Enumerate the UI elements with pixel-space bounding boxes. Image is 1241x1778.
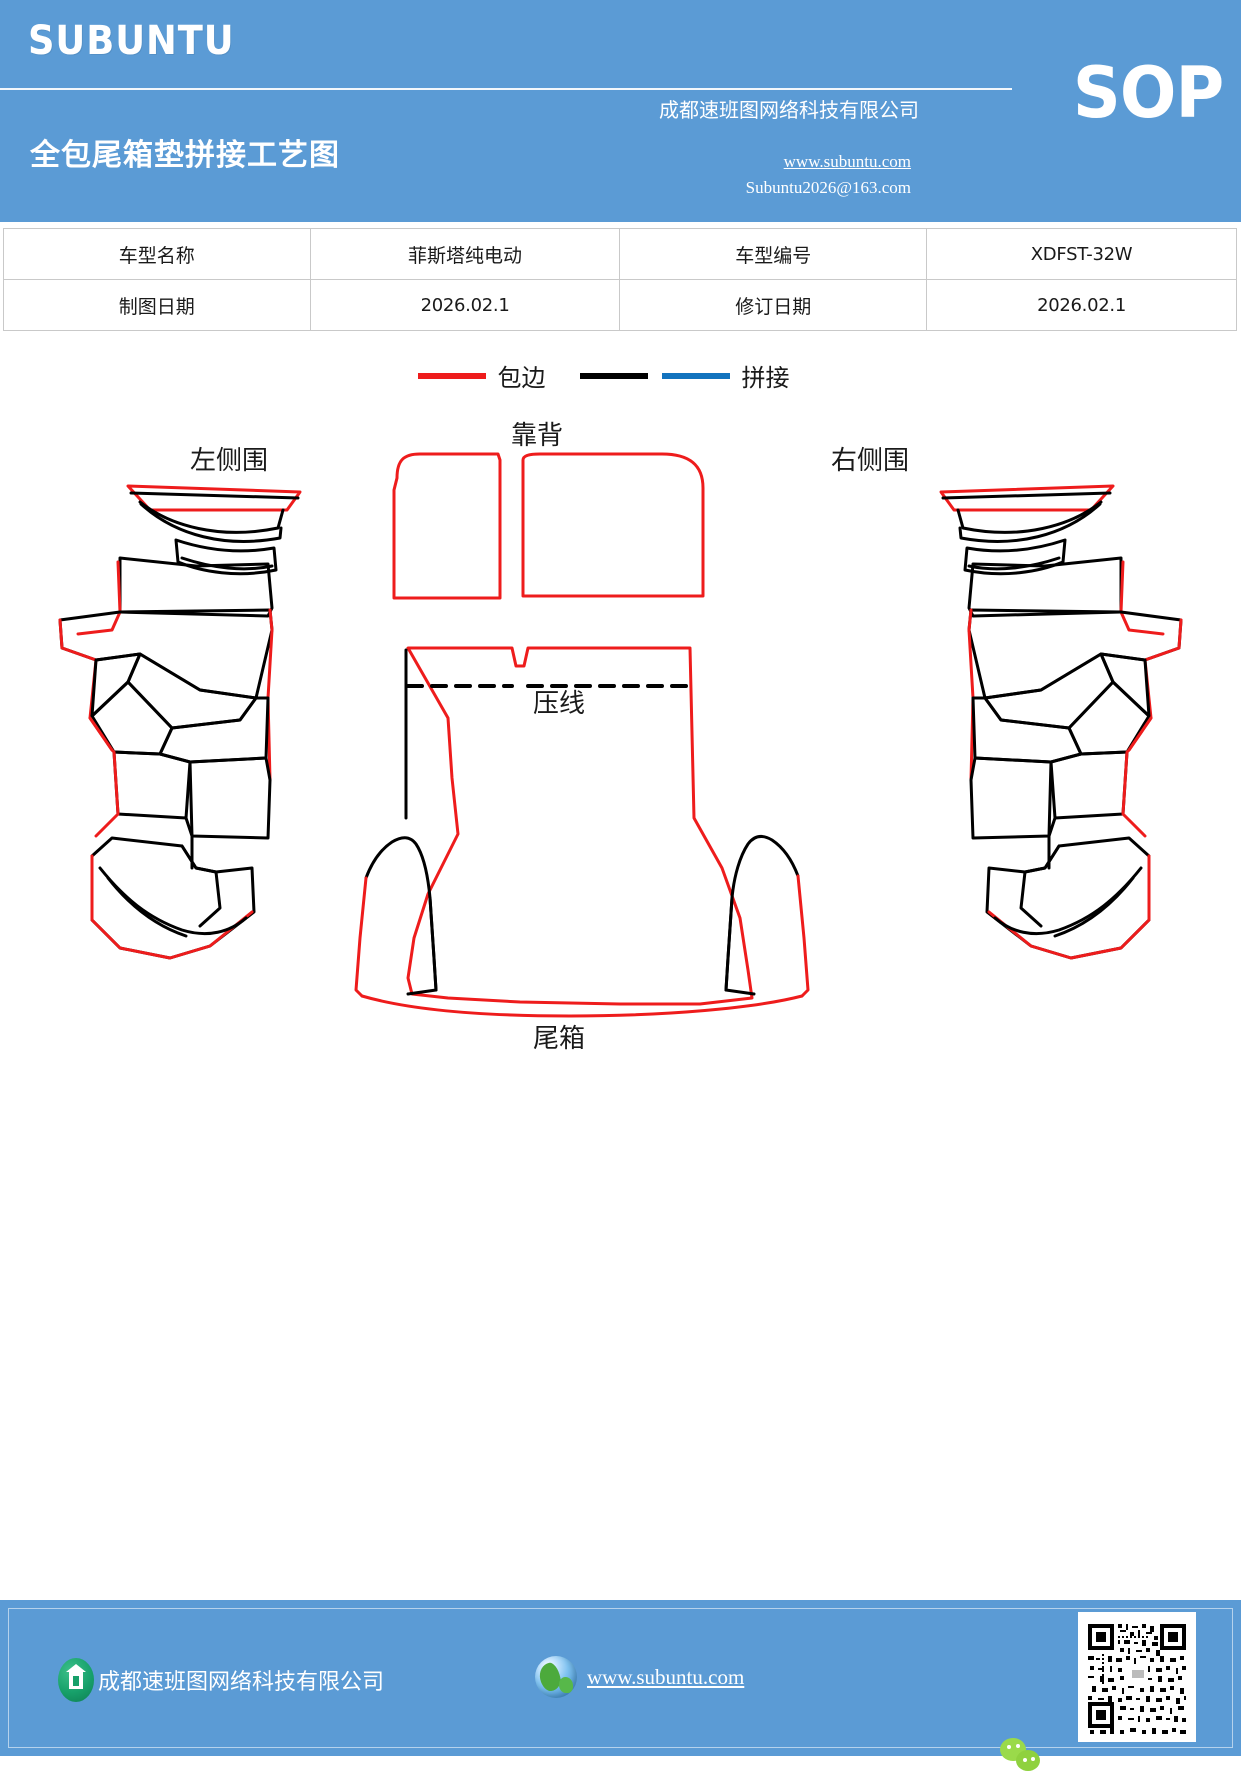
- pattern-svg: [58, 452, 1183, 1018]
- cell-revision-date-value: 2026.02.1: [926, 279, 1237, 331]
- house-icon: [58, 1658, 94, 1702]
- footer-company: 成都速班图网络科技有限公司: [58, 1658, 384, 1702]
- table-row: 制图日期 2026.02.1 修订日期 2026.02.1: [3, 279, 1237, 331]
- cell-model-code-label: 车型编号: [619, 228, 928, 280]
- footer-border: [8, 1608, 1233, 1748]
- trunk-mat-group: [354, 646, 810, 1018]
- header-email: Subuntu2026@163.com: [745, 178, 911, 197]
- footer-website-link[interactable]: www.subuntu.com: [587, 1664, 745, 1689]
- header-company-name: 成都速班图网络科技有限公司: [659, 100, 919, 122]
- qr-code-icon: [1078, 1612, 1196, 1742]
- left-side-panel-group: [58, 484, 302, 960]
- vehicle-info-table: 车型名称 菲斯塔纯电动 车型编号 XDFST-32W 制图日期 2026.02.…: [3, 228, 1237, 331]
- line-swatch-blue-icon: [661, 372, 730, 379]
- label-left-side-panel: 左侧围: [190, 446, 269, 475]
- line-swatch-red-icon: [417, 372, 486, 379]
- header-divider: [0, 88, 1012, 90]
- label-right-side-panel: 右侧围: [831, 446, 910, 475]
- label-backrest: 靠背: [511, 421, 564, 450]
- cell-draw-date-value: 2026.02.1: [309, 279, 621, 331]
- table-row: 车型名称 菲斯塔纯电动 车型编号 XDFST-32W: [3, 228, 1237, 280]
- cell-draw-date-label: 制图日期: [3, 279, 311, 331]
- sop-badge: SOP: [1072, 52, 1224, 134]
- label-trunk-mat: 尾箱: [533, 1024, 586, 1053]
- legend-label-binding: 包边: [497, 366, 546, 392]
- legend-label-splice: 拼接: [741, 366, 790, 392]
- cell-model-name-value: 菲斯塔纯电动: [309, 228, 621, 280]
- globe-icon: [535, 1656, 577, 1698]
- header-website-link[interactable]: www.subuntu.com: [783, 152, 911, 171]
- line-swatch-black-icon: [579, 372, 648, 379]
- footer-company-name: 成都速班图网络科技有限公司: [98, 1669, 385, 1694]
- document-title: 全包尾箱垫拼接工艺图: [30, 138, 340, 173]
- cell-model-code-value: XDFST-32W: [926, 228, 1237, 280]
- page-footer: 成都速班图网络科技有限公司 www.subuntu.com: [0, 1598, 1241, 1771]
- legend-item-binding: 包边: [417, 358, 580, 393]
- page-header: SUBUNTU 全包尾箱垫拼接工艺图 成都速班图网络科技有限公司 www.sub…: [0, 0, 1241, 222]
- cell-revision-date-label: 修订日期: [619, 279, 928, 331]
- label-crease-line: 压线: [533, 689, 586, 718]
- right-side-panel-group: [939, 484, 1183, 960]
- wechat-icon: [1000, 1738, 1046, 1778]
- cell-model-name-label: 车型名称: [3, 228, 311, 280]
- pattern-diagram: 左侧围 靠背 右侧围 压线 尾箱: [0, 398, 1241, 1098]
- brand-logo: SUBUNTU: [28, 18, 235, 64]
- backrest-group: [392, 452, 705, 600]
- footer-website[interactable]: www.subuntu.com: [535, 1656, 744, 1698]
- legend-item-splice: 拼接: [579, 358, 824, 393]
- legend: 包边 拼接: [0, 358, 1241, 393]
